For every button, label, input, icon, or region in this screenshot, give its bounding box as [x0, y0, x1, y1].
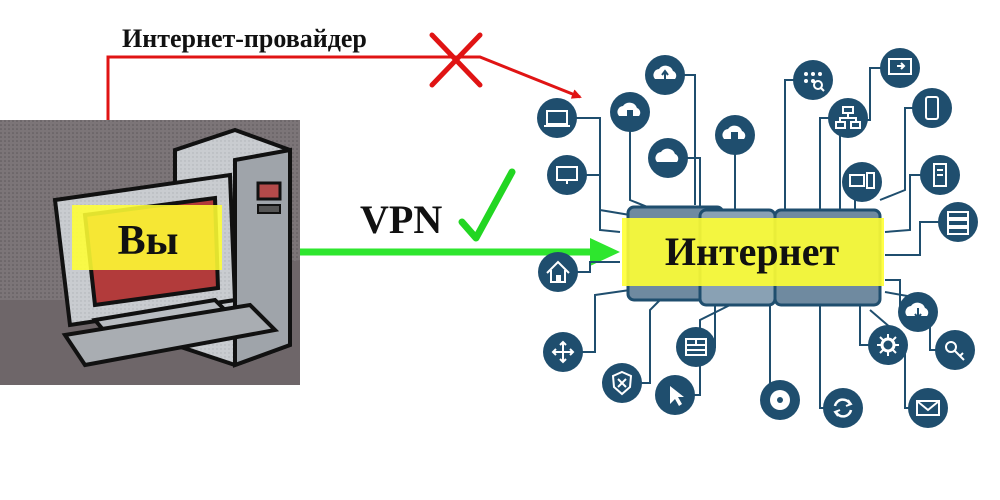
pointer-icon	[655, 375, 695, 415]
monitor-icon	[547, 155, 587, 195]
isp-path: Интернет-провайдер	[106, 24, 582, 120]
check-icon	[458, 168, 516, 242]
internet-network: Интернет	[537, 48, 978, 428]
shield-x-icon	[602, 363, 642, 403]
network-icon	[828, 98, 868, 138]
server-rack-icon	[938, 202, 978, 242]
sync-icon	[823, 388, 863, 428]
home-icon	[538, 252, 578, 292]
you-label: Вы	[118, 218, 179, 264]
move-icon	[543, 332, 583, 372]
cloud-docs-icon	[715, 115, 755, 155]
computer-illustration: Вы	[0, 120, 300, 385]
settings-icon	[868, 325, 908, 365]
vpn-path: VPN	[300, 168, 620, 266]
server-tower-icon	[920, 155, 960, 195]
cloud-upload-icon	[645, 55, 685, 95]
mail-icon	[908, 388, 948, 428]
disc-icon	[760, 380, 800, 420]
screen-share-icon	[880, 48, 920, 88]
vpn-label: VPN	[360, 197, 442, 242]
key-icon	[935, 330, 975, 370]
isp-line	[106, 55, 582, 120]
internet-hub: Интернет	[622, 205, 884, 307]
devices-icon	[842, 162, 882, 202]
cloud-chat-icon	[648, 138, 688, 178]
cloud-download-icon	[898, 292, 938, 332]
blocked-x-icon	[429, 32, 483, 88]
isp-label: Интернет-провайдер	[122, 24, 367, 53]
cloud-database-icon	[610, 92, 650, 132]
you-highlight	[72, 205, 222, 270]
firewall-icon	[676, 327, 716, 367]
internet-label: Интернет	[665, 229, 840, 274]
mobile-icon	[912, 88, 952, 128]
search-grid-icon	[793, 60, 833, 100]
laptop-icon	[537, 98, 577, 138]
vpn-arrow-head	[590, 238, 620, 266]
